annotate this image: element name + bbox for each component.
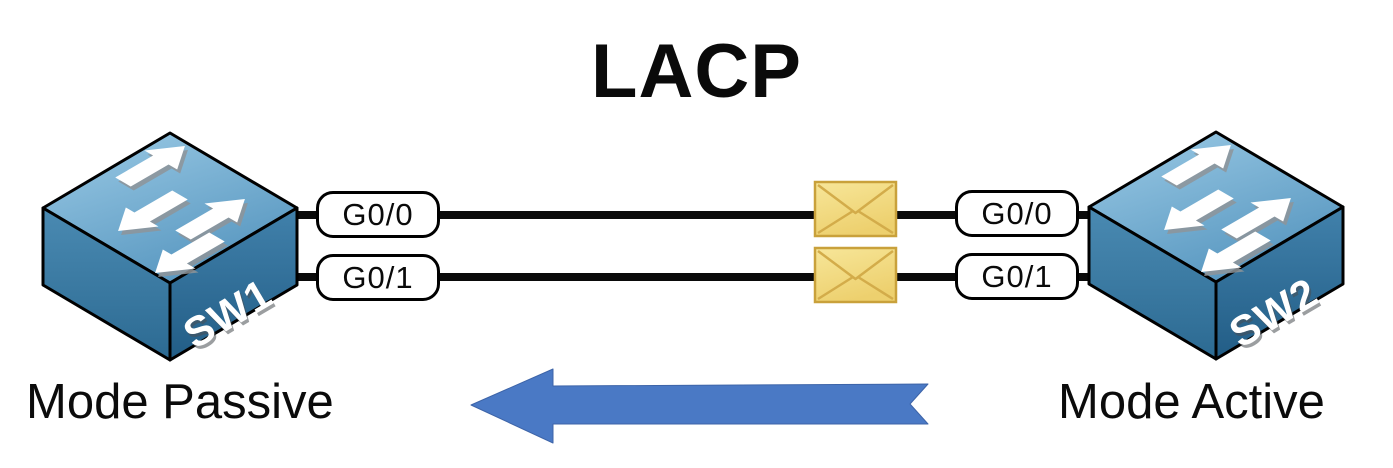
link-line-g0-1 [290,273,1093,281]
interface-label-sw1-g0-1: G0/1 [316,254,440,301]
interface-label-sw2-g0-1: G0/1 [955,253,1079,300]
interface-label-sw2-g0-0: G0/0 [955,190,1079,237]
link-line-g0-0 [290,211,1093,219]
switch-sw1-icon: SW1 SW1 [40,130,300,362]
switch-sw2-icon: SW2 SW2 [1086,129,1346,361]
left-arrow-icon [470,368,929,444]
mode-active-label: Mode Active [1058,375,1325,429]
diagram-title: LACP [591,29,802,114]
envelope-icon [813,180,898,238]
interface-label-sw1-g0-0: G0/0 [316,191,440,238]
envelope-icon [813,246,898,304]
mode-passive-label: Mode Passive [26,375,334,429]
